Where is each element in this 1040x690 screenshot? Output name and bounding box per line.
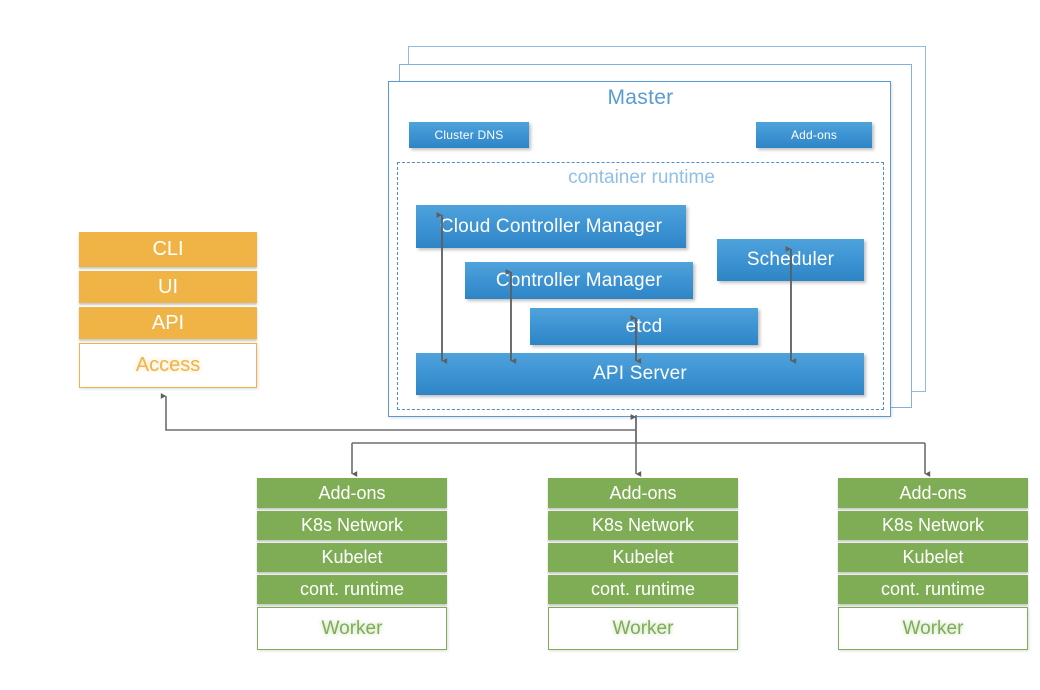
access-label-box: Access [79, 343, 257, 388]
scheduler-box[interactable]: Scheduler [717, 239, 864, 281]
worker-node-3[interactable]: Add-ons K8s Network Kubelet cont. runtim… [838, 478, 1028, 653]
worker-1-layer-runtime[interactable]: cont. runtime [257, 575, 447, 604]
cluster-dns-box[interactable]: Cluster DNS [409, 122, 529, 148]
worker-node-1[interactable]: Add-ons K8s Network Kubelet cont. runtim… [257, 478, 447, 653]
container-runtime-region: container runtime Cloud Controller Manag… [397, 162, 884, 410]
etcd-box[interactable]: etcd [530, 308, 758, 345]
worker-3-label-box: Worker [838, 607, 1028, 650]
master-node[interactable]: Master Cluster DNS Add-ons container run… [388, 81, 891, 417]
access-item-api[interactable]: API [79, 307, 257, 339]
access-item-cli[interactable]: CLI [79, 232, 257, 267]
controller-manager-box[interactable]: Controller Manager [465, 262, 693, 299]
worker-3-layer-addons[interactable]: Add-ons [838, 478, 1028, 508]
master-title: Master [607, 86, 674, 109]
worker-node-2[interactable]: Add-ons K8s Network Kubelet cont. runtim… [548, 478, 738, 653]
master-addons-box[interactable]: Add-ons [756, 122, 872, 148]
worker-1-label-box: Worker [257, 607, 447, 650]
worker-2-label-box: Worker [548, 607, 738, 650]
worker-3-layer-runtime[interactable]: cont. runtime [838, 575, 1028, 604]
worker-1-layer-addons[interactable]: Add-ons [257, 478, 447, 508]
api-server-box[interactable]: API Server [416, 353, 864, 395]
connector-worker-bus [351, 442, 931, 477]
access-item-ui[interactable]: UI [79, 271, 257, 303]
worker-3-layer-kubelet[interactable]: Kubelet [838, 543, 1028, 572]
worker-1-layer-kubelet[interactable]: Kubelet [257, 543, 447, 572]
access-stack: CLI UI API Access [79, 232, 257, 392]
container-runtime-title: container runtime [568, 167, 715, 188]
worker-2-layer-kubelet[interactable]: Kubelet [548, 543, 738, 572]
worker-2-layer-network[interactable]: K8s Network [548, 511, 738, 540]
worker-1-layer-network[interactable]: K8s Network [257, 511, 447, 540]
worker-2-layer-runtime[interactable]: cont. runtime [548, 575, 738, 604]
cloud-controller-manager-box[interactable]: Cloud Controller Manager [416, 205, 686, 248]
worker-3-layer-network[interactable]: K8s Network [838, 511, 1028, 540]
worker-2-layer-addons[interactable]: Add-ons [548, 478, 738, 508]
